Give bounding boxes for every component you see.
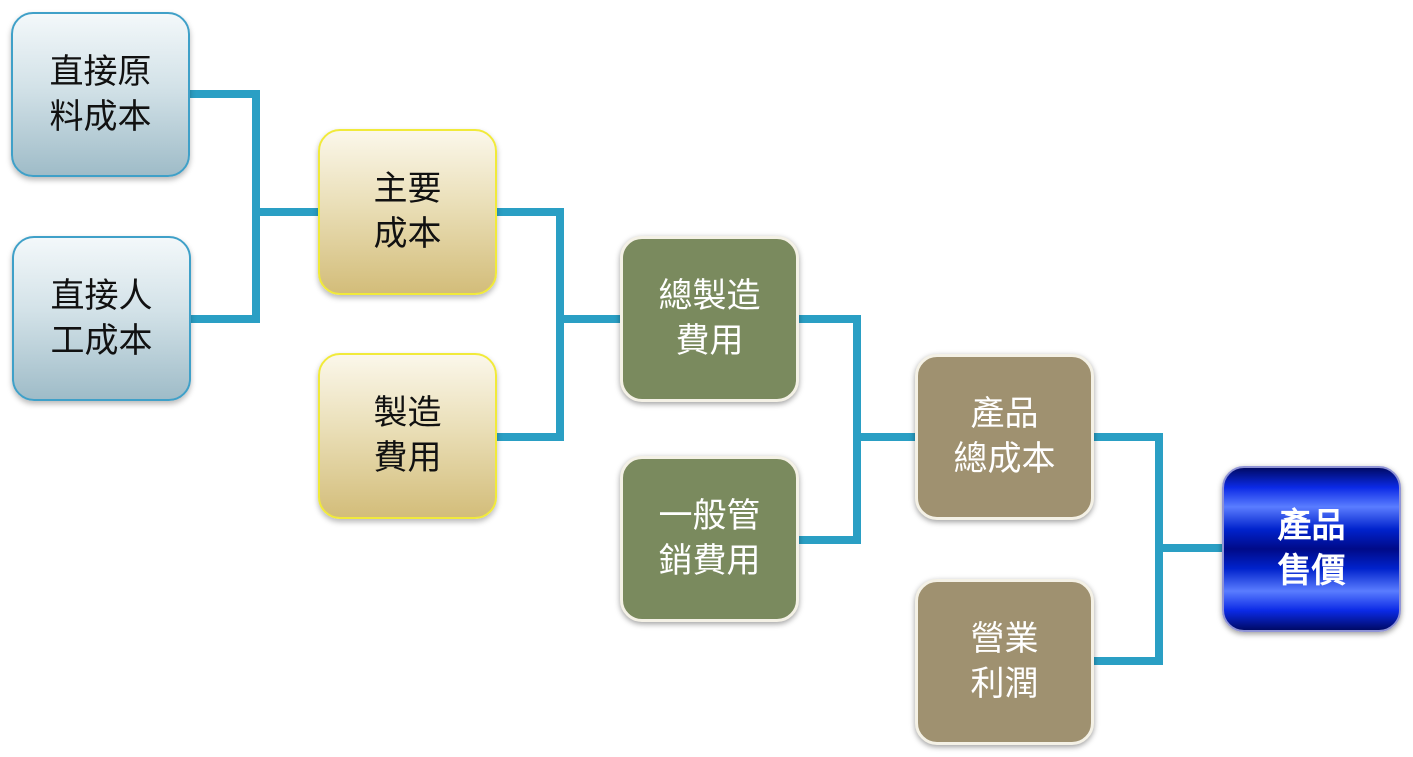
- node-product-price-label: 產品 售價: [1277, 506, 1346, 591]
- node-prime-cost-label: 主要 成本: [373, 169, 442, 254]
- node-total-manufacturing-cost-label: 總製造 費用: [658, 276, 761, 361]
- node-operating-profit-label: 營業 利潤: [970, 619, 1039, 704]
- node-product-price: 產品 售價: [1222, 466, 1401, 632]
- node-general-admin-selling-expense-label: 一般管 銷費用: [658, 496, 761, 581]
- node-direct-labor-cost: 直接人 工成本: [12, 236, 191, 401]
- node-total-product-cost-label: 產品 總成本: [953, 394, 1056, 479]
- node-prime-cost: 主要 成本: [318, 129, 497, 295]
- node-total-product-cost: 產品 總成本: [915, 354, 1094, 520]
- node-operating-profit: 營業 利潤: [915, 579, 1094, 745]
- node-direct-material-cost-label: 直接原 料成本: [49, 51, 152, 137]
- node-general-admin-selling-expense: 一般管 銷費用: [620, 456, 799, 622]
- node-total-manufacturing-cost: 總製造 費用: [620, 236, 799, 402]
- node-manufacturing-overhead: 製造 費用: [318, 353, 497, 519]
- node-direct-material-cost: 直接原 料成本: [11, 12, 190, 177]
- node-direct-labor-cost-label: 直接人 工成本: [50, 275, 153, 361]
- node-manufacturing-overhead-label: 製造 費用: [373, 393, 442, 478]
